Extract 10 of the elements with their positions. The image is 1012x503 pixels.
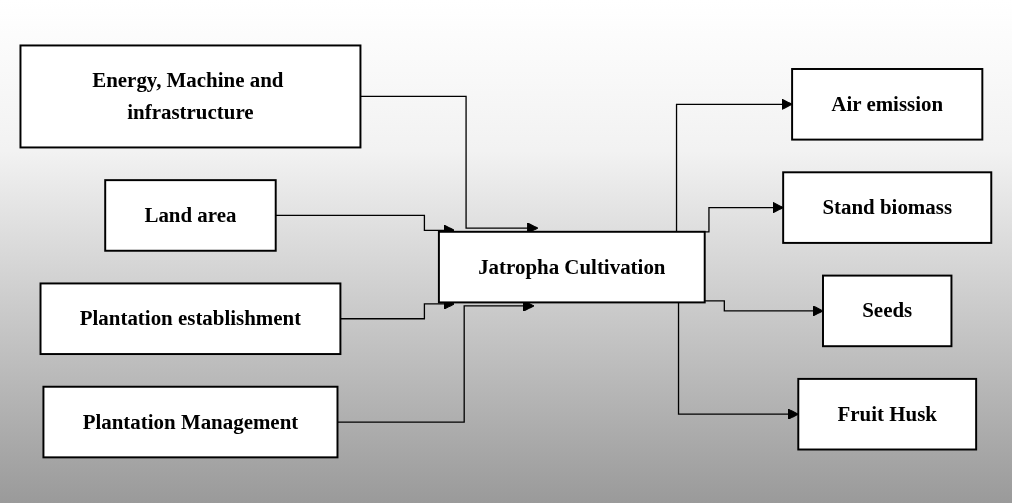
node-box: Seeds — [822, 274, 953, 348]
arrow — [704, 300, 824, 317]
node-box: Stand biomass — [782, 171, 993, 244]
node-box: Plantation establishment — [39, 282, 342, 356]
node-box: Air emission — [791, 68, 984, 141]
node-box: Land area — [104, 179, 277, 252]
node-box: Jatropha Cultivation — [438, 230, 706, 304]
node-box: Plantation Management — [42, 385, 339, 459]
node-box: Fruit Husk — [797, 378, 978, 451]
node-box: Energy, Machine and infrastructure — [19, 44, 362, 149]
